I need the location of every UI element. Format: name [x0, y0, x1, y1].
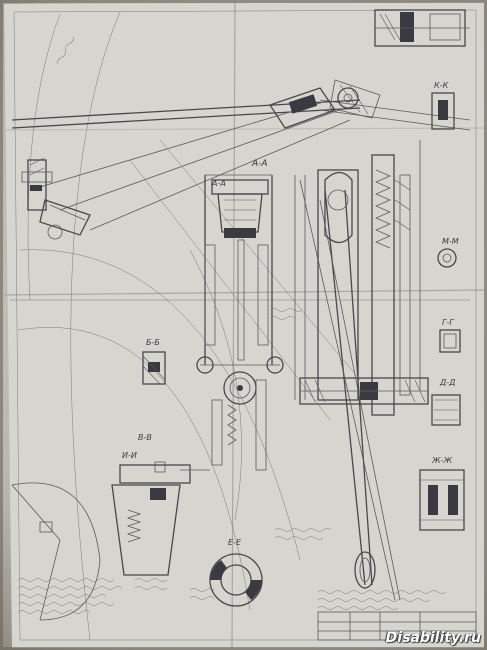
left-middle-detail [142, 351, 166, 385]
handwritten-notes [17, 36, 447, 614]
label-section-aa-top: А-А [251, 159, 268, 169]
central-column [294, 140, 421, 416]
label-section-dd: Д-Д [439, 378, 455, 387]
section-aa-cup [204, 174, 273, 365]
wheel-arc [11, 482, 101, 621]
label-section-kk: К-К [434, 81, 449, 90]
top-right-detail [374, 9, 470, 47]
title-block [317, 611, 477, 641]
bearing-ring [209, 553, 263, 607]
rope-loop [354, 551, 376, 589]
gripper-detail-left [21, 157, 91, 240]
label-section-ee: Е-Е [228, 538, 242, 547]
funnel-spring-detail [111, 461, 210, 576]
label-section-aa-mid: А-А [211, 179, 226, 188]
label-section-bb: Б-Б [146, 338, 160, 347]
pivot-joint [268, 79, 381, 129]
label-section-zz: Ж-Ж [431, 456, 453, 465]
label-section-ii: И-И [122, 451, 137, 460]
label-section-mm: М-М [442, 237, 459, 246]
motion-arcs [17, 11, 301, 641]
label-section-gg: Г-Г [442, 318, 454, 327]
label-section-vv: В-В [138, 433, 152, 442]
lower-bracket [299, 377, 429, 405]
lever-assembly [10, 99, 471, 601]
site-watermark: Disability.ru [385, 630, 481, 646]
gear-and-rack [196, 356, 284, 471]
right-details [419, 92, 465, 531]
